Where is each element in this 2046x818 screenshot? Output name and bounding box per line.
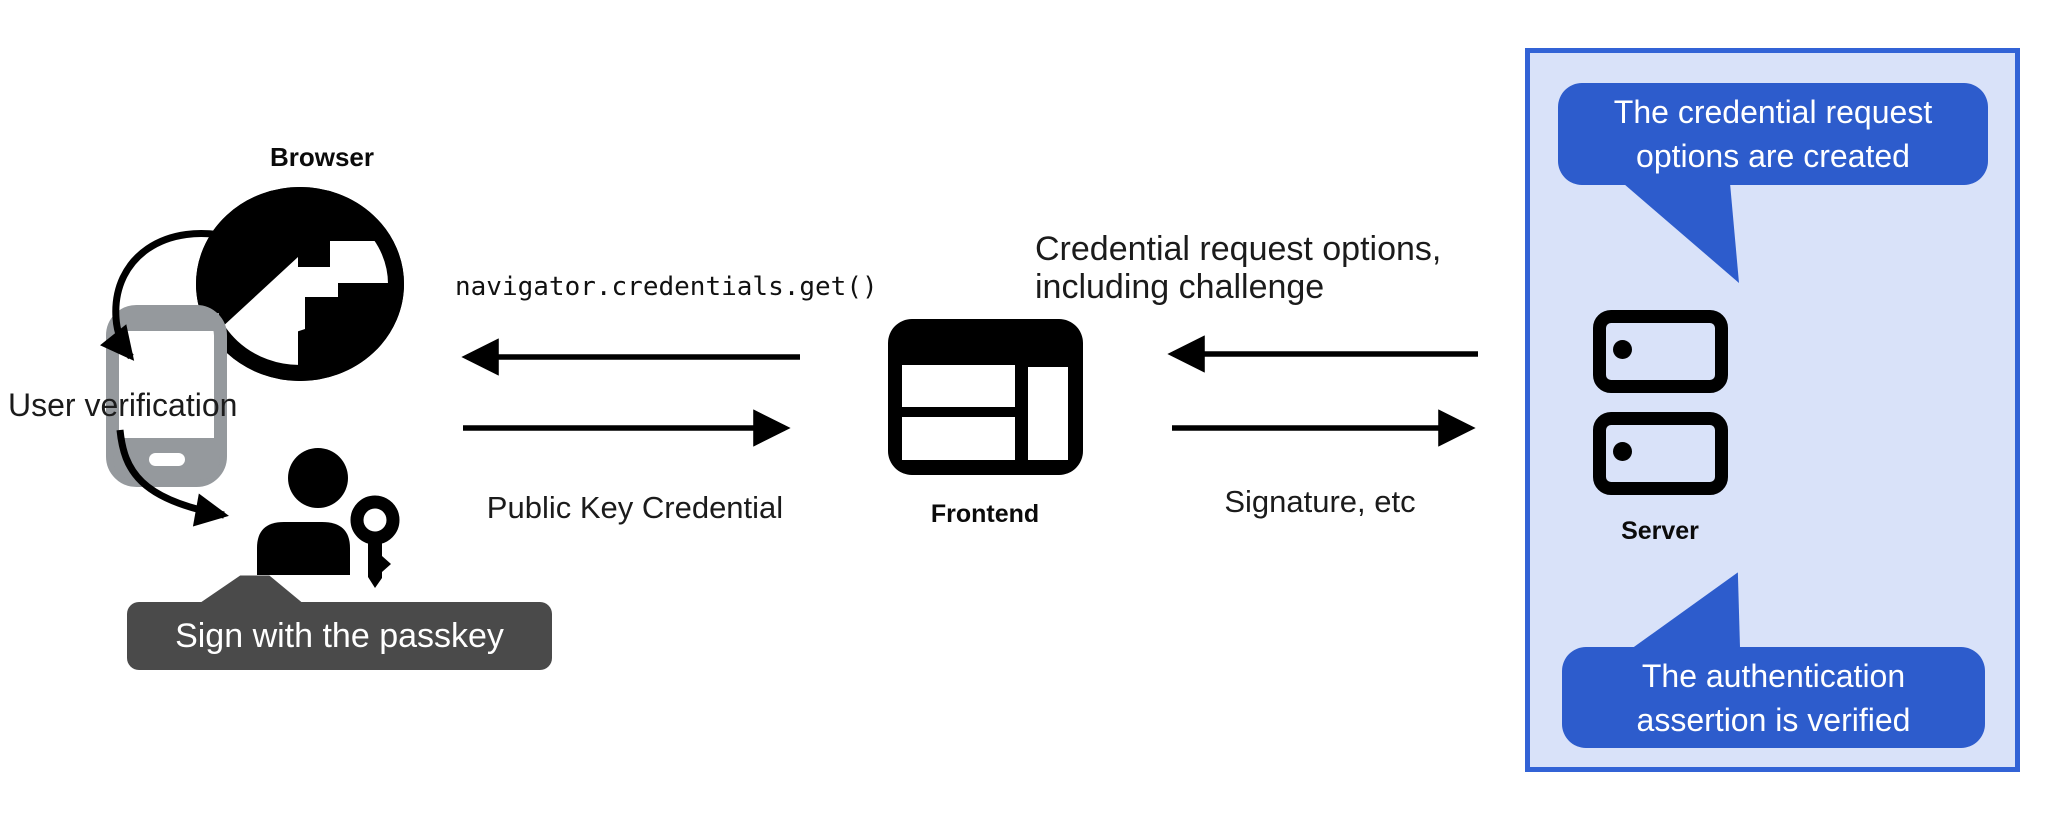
server-led-dot [1613,442,1632,461]
frontend-window-pane-right [1028,367,1068,460]
public-key-credential-label: Public Key Credential [486,490,784,525]
callout-credential-request-created: The credential request options are creat… [1558,83,1988,185]
callout-bottom-line2: assertion is verified [1636,701,1911,738]
globe-ocean-right-notch [298,241,392,297]
smartphone-home-bar [149,453,185,466]
user-verification-label: User verification [8,387,238,423]
server-icon-unit-top [1593,310,1728,393]
frontend-window-pane-bottom-left [902,417,1015,460]
server-icon-unit-bottom [1593,412,1728,495]
frontend-window-icon [888,319,1083,475]
callout-top-line2: options are created [1636,138,1910,174]
navigator-credentials-get-label: navigator.credentials.get() [455,272,878,302]
callout-bottom-line1: The authentication [1641,657,1906,694]
browser-node-label: Browser [269,142,375,172]
signature-label: Signature, etc [1224,484,1416,519]
person-shoulders [257,522,350,575]
server-led-dot [1613,340,1632,359]
person-head [288,448,348,508]
passkey-banner: Sign with the passkey [127,602,552,670]
frontend-window-pane-top-left [902,365,1015,407]
callout-assertion-verified: The authentication assertion is verified [1562,647,1985,748]
globe-browser-icon [196,187,404,381]
person-passkey-icon [257,448,400,588]
key-stem [368,538,391,588]
server-node-label: Server [1621,517,1699,545]
frontend-node-label: Frontend [930,500,1040,528]
key-ring [350,495,400,545]
callout-top-line1: The credential request [1613,94,1933,130]
smartphone-top-band [114,313,219,331]
credential-request-options-label: Credential request options, including ch… [1035,230,1441,306]
globe-ocean-gap [275,297,305,339]
credential-request-line2: including challenge [1035,268,1325,306]
credential-request-line1: Credential request options, [1035,230,1442,268]
